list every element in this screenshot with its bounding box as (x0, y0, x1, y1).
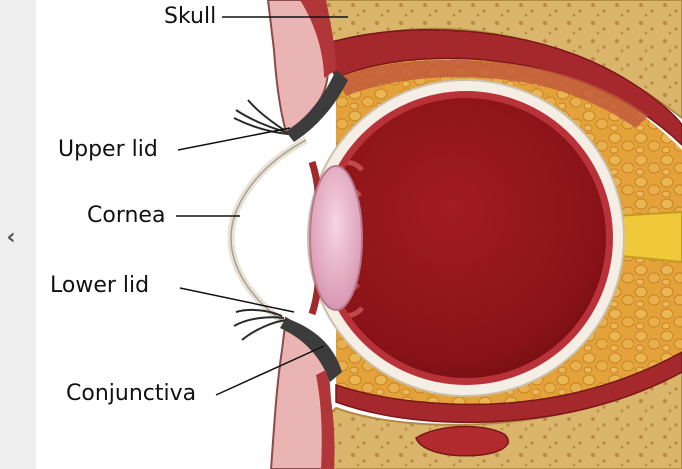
eye-anatomy-diagram: Skull Upper lid Cornea Lower lid Conjunc… (36, 0, 682, 469)
cornea (227, 136, 308, 339)
upper-eyelashes (233, 99, 289, 135)
label-cornea: Cornea (87, 203, 166, 228)
inferior-oblique-muscle (415, 425, 509, 457)
label-upper-lid: Upper lid (58, 137, 158, 162)
leader-line-upper-lid (177, 127, 291, 151)
lower-muscle-band (335, 351, 682, 424)
label-conjunctiva: Conjunctiva (66, 381, 197, 406)
label-lower-lid: Lower lid (50, 273, 150, 298)
leader-line-conjunctiva (215, 345, 325, 396)
label-skull: Skull (164, 4, 217, 29)
eyeball-interior (326, 98, 606, 378)
chevron-left-icon[interactable]: ‹ (6, 224, 16, 250)
eye-illustration (176, 0, 682, 469)
leader-line-lower-lid (179, 287, 295, 313)
upper-muscle-band (319, 29, 682, 147)
leader-lines (176, 16, 348, 396)
lens (309, 165, 363, 311)
left-navigation-strip: ‹ (0, 0, 36, 469)
lower-eyelashes (233, 308, 287, 341)
